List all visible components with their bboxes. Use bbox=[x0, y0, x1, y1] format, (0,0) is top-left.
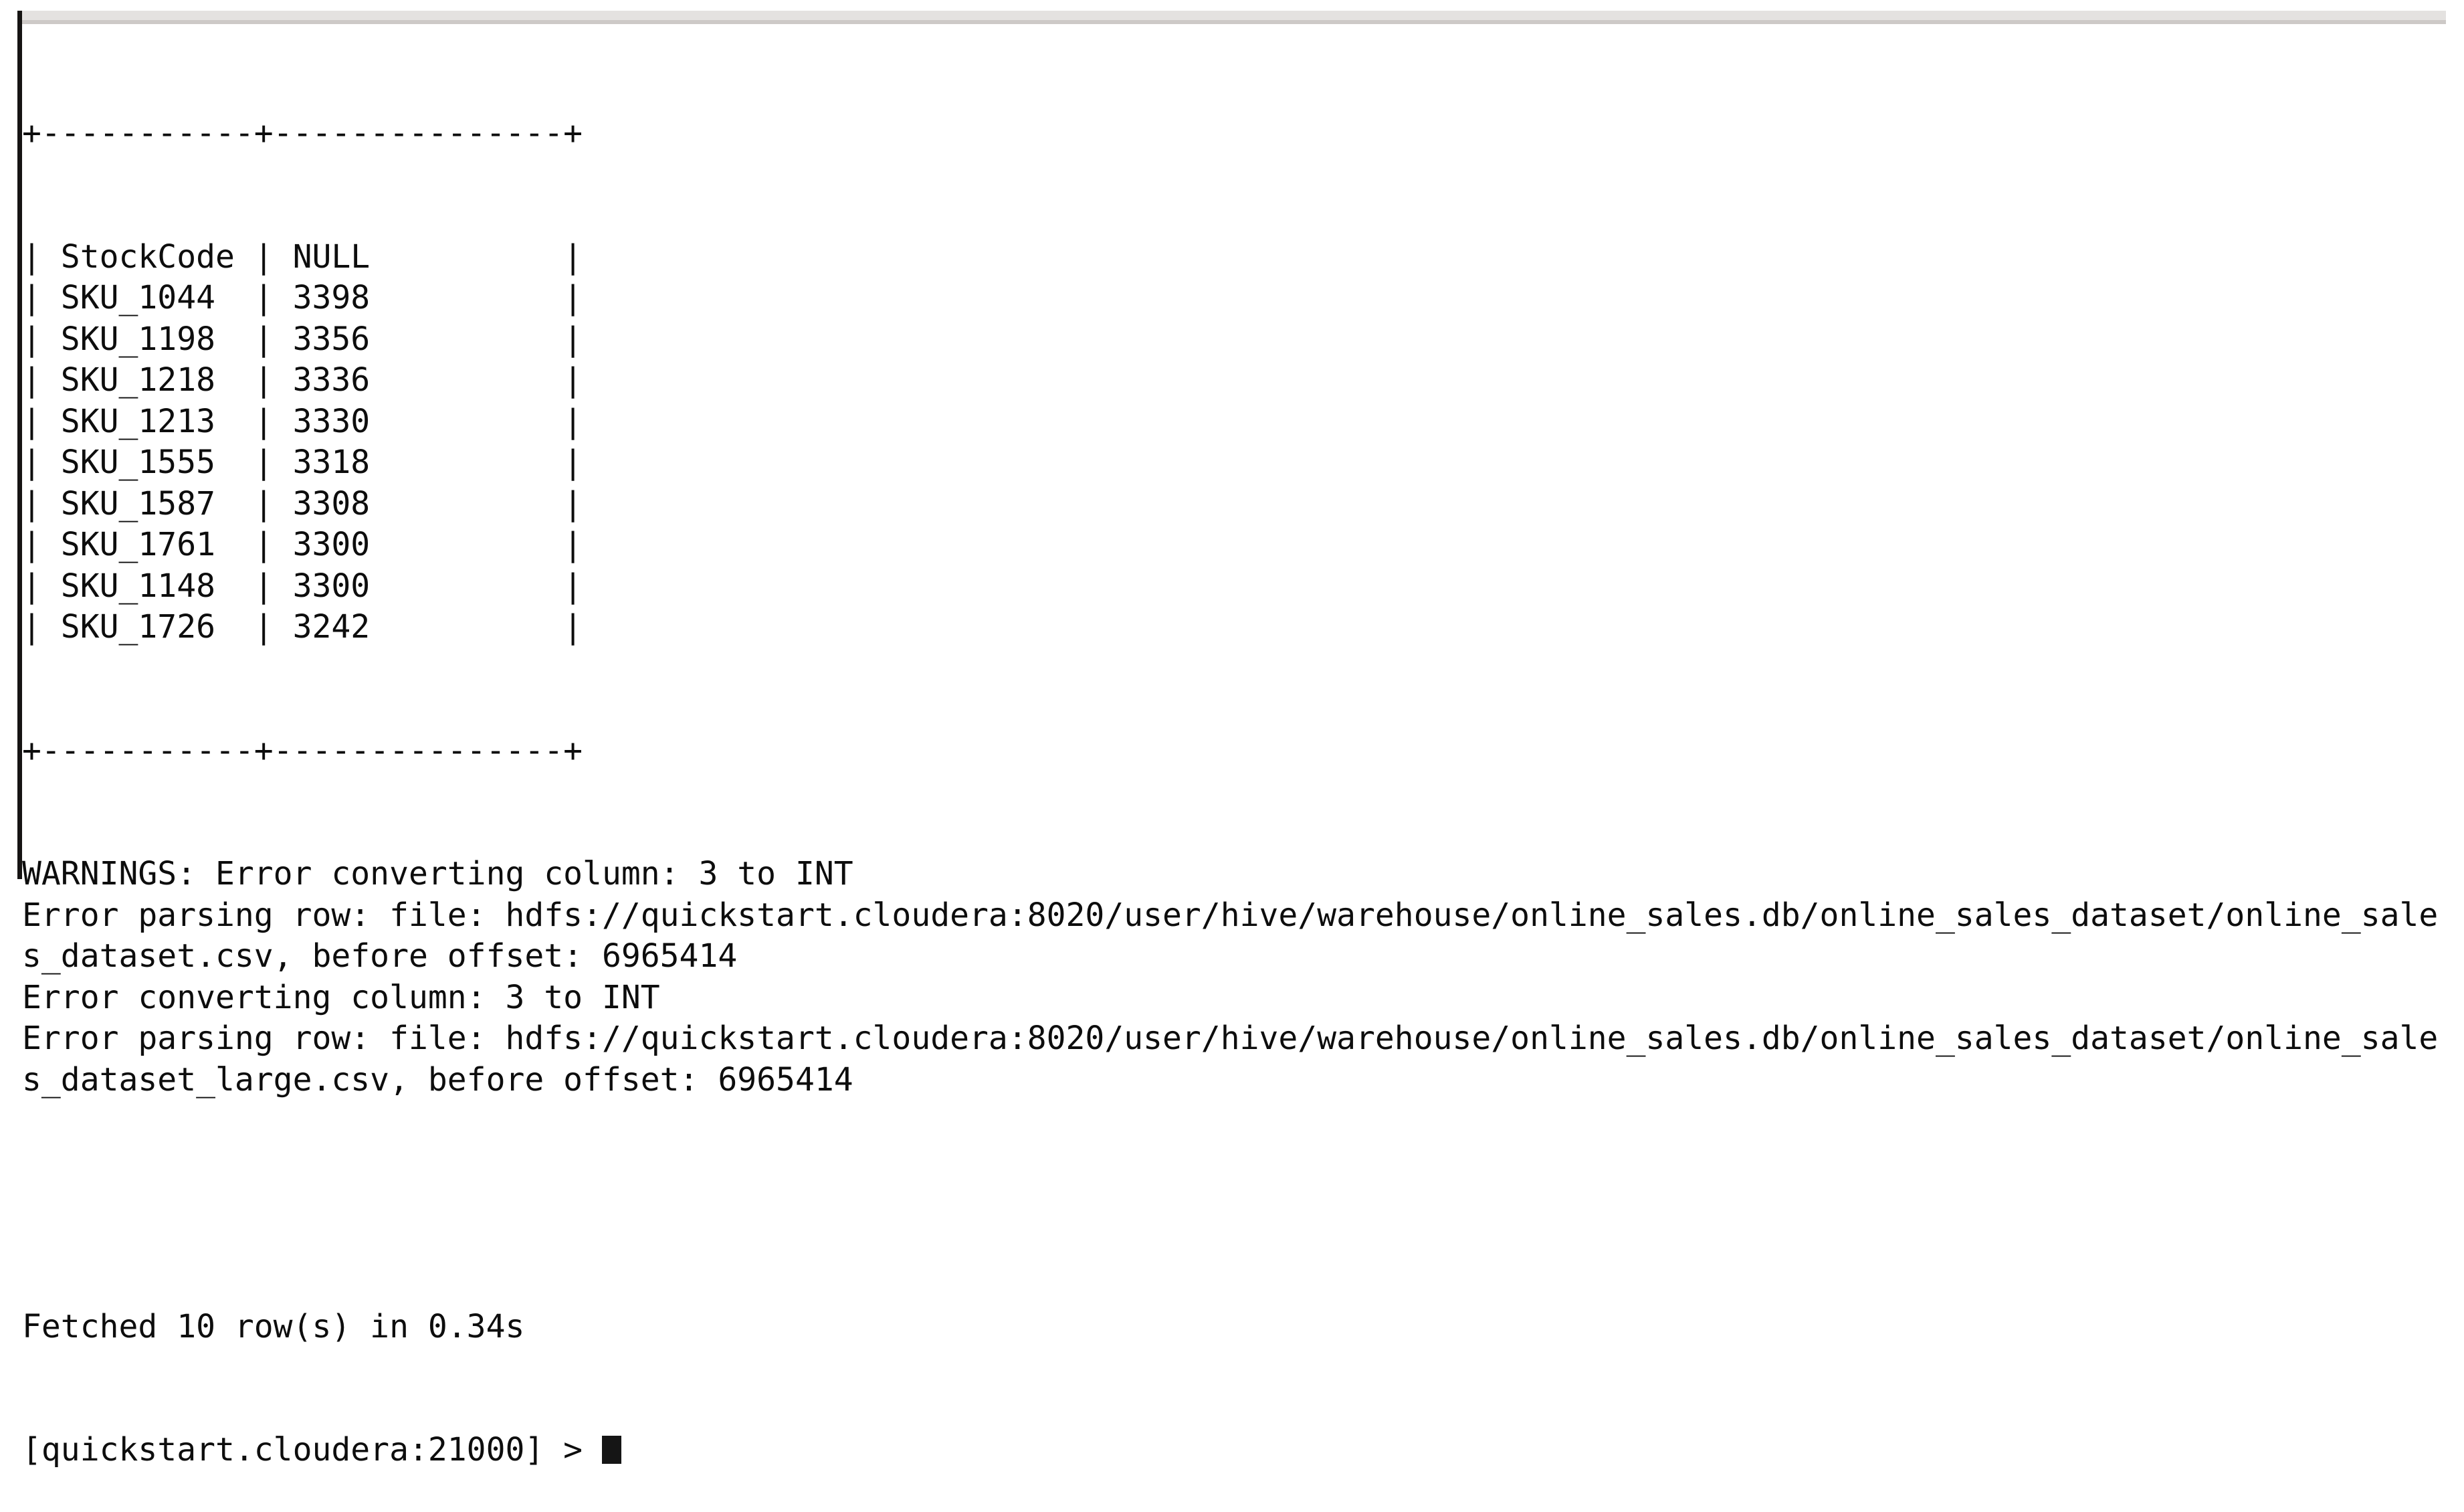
warning-lines: WARNINGS: Error converting column: 3 to … bbox=[22, 854, 2440, 1101]
fetch-status: Fetched 10 row(s) in 0.34s bbox=[22, 1307, 525, 1345]
table-row: | SKU_1726 | 3242 | bbox=[22, 608, 583, 646]
table-row: | SKU_1213 | 3330 | bbox=[22, 402, 583, 440]
warning-line: WARNINGS: Error converting column: 3 to … bbox=[22, 855, 853, 892]
terminal-output[interactable]: +-----------+---------------+ | StockCod… bbox=[22, 31, 2440, 1512]
table-row: | SKU_1761 | 3300 | bbox=[22, 526, 583, 563]
table-row: | StockCode | NULL | bbox=[22, 238, 583, 276]
table-row: | SKU_1555 | 3318 | bbox=[22, 444, 583, 481]
table-row: | SKU_1587 | 3308 | bbox=[22, 484, 583, 523]
window-left-border bbox=[17, 11, 22, 879]
prompt-line[interactable]: [quickstart.cloudera:21000] > bbox=[22, 1430, 2440, 1471]
table-row: | SKU_1198 | 3356 | bbox=[22, 320, 583, 358]
table-row: | SKU_1148 | 3300 | bbox=[22, 567, 583, 605]
table-border-bottom: +-----------+---------------+ bbox=[22, 731, 583, 769]
terminal-cursor bbox=[601, 1436, 621, 1464]
prompt-text: [quickstart.cloudera:21000] > bbox=[22, 1431, 602, 1469]
table-row: | SKU_1218 | 3336 | bbox=[22, 361, 583, 399]
warning-line: Error converting column: 3 to INT bbox=[22, 978, 660, 1016]
warning-line: Error parsing row: file: hdfs://quicksta… bbox=[22, 1020, 2439, 1099]
warning-line: Error parsing row: file: hdfs://quicksta… bbox=[22, 896, 2439, 975]
window-top-edge bbox=[22, 11, 2446, 24]
table-row: | SKU_1044 | 3398 | bbox=[22, 279, 583, 316]
table-rows: | StockCode | NULL || SKU_1044 | 3398 | |… bbox=[22, 237, 2440, 648]
blank-line bbox=[22, 1183, 2440, 1224]
table-border-top: +-----------+---------------+ bbox=[22, 114, 583, 152]
